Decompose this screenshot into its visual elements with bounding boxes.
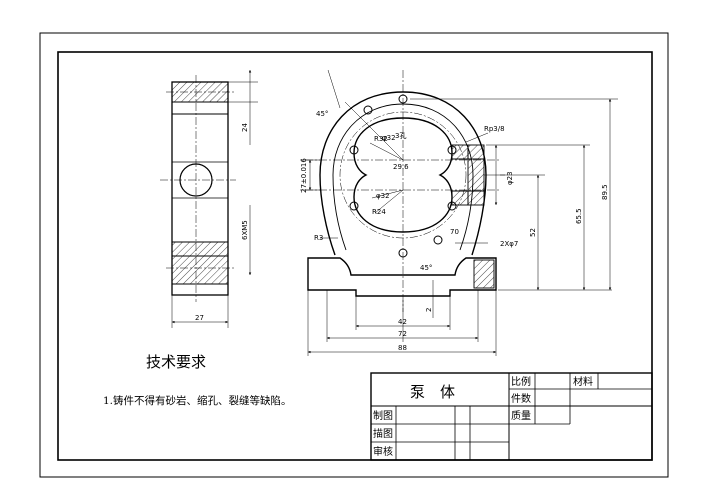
dim-45-top: 45° (316, 110, 328, 118)
dim-27-tol: 27±0.016 (300, 158, 308, 193)
tb-quantity: 件数 (511, 392, 531, 405)
base-hatch-right (473, 259, 495, 289)
dim-r24: R24 (372, 208, 386, 216)
dim-phi32-top: φ32 (382, 134, 396, 142)
bolt-hole-4 (349, 201, 359, 211)
tb-checked: 审核 (373, 445, 393, 458)
gear-cavity (353, 117, 453, 233)
dim-29-6: 29.6 (393, 163, 409, 171)
dim-r32: R32 (374, 135, 388, 143)
bolt-hole-1 (398, 94, 408, 104)
dim-6xm5: 6XM5 (241, 220, 249, 240)
dim-3holes: 3孔 (395, 132, 406, 140)
bolt-circle (339, 111, 467, 239)
tech-req-title: 技术要求 (146, 353, 206, 371)
dim-89-5: 89.5 (601, 184, 609, 200)
dim-24: 24 (241, 123, 249, 132)
dim-52: 52 (529, 228, 537, 237)
dim-65-5: 65.5 (575, 208, 583, 224)
dim-rp3-8: Rp3/8 (484, 125, 505, 133)
tb-scale: 比例 (511, 375, 531, 388)
bolt-hole-6 (398, 248, 408, 258)
dim-r3: R3 (314, 234, 323, 242)
side-view (160, 70, 258, 328)
tb-weight: 质量 (511, 410, 531, 422)
dim-70: 70 (450, 228, 459, 236)
bolt-hole-8 (433, 235, 443, 245)
dim-phi32-bottom: φ32 (376, 192, 390, 200)
front-view (300, 69, 618, 356)
outer-border (39, 32, 669, 478)
title-block (370, 372, 653, 461)
port-boss-right (467, 144, 485, 206)
tb-traced: 描图 (373, 427, 393, 440)
dim-45-bottom: 45° (420, 264, 432, 272)
bolt-hole-2 (349, 145, 359, 155)
part-name: 泵 体 (410, 383, 455, 401)
dim-88: 88 (398, 344, 407, 352)
bolt-hole-7 (363, 105, 373, 115)
tb-material: 材料 (573, 375, 593, 388)
base-outline (307, 257, 497, 297)
hatch-bottom (171, 241, 229, 285)
tech-req-item-1: 1.铸件不得有砂岩、缩孔、裂缝等缺陷。 (103, 394, 292, 407)
bolt-hole-3 (447, 145, 457, 155)
dim-phi23: φ23 (506, 171, 514, 185)
dim-2: 2 (425, 308, 433, 312)
inner-border (57, 51, 653, 461)
tb-drawn: 制图 (373, 409, 393, 422)
dim-72: 72 (398, 330, 407, 338)
dim-27: 27 (195, 314, 204, 322)
bolt-hole-5 (447, 201, 457, 211)
dim-42: 42 (398, 318, 407, 326)
dim-2xphi7: 2Xφ7 (500, 240, 518, 248)
